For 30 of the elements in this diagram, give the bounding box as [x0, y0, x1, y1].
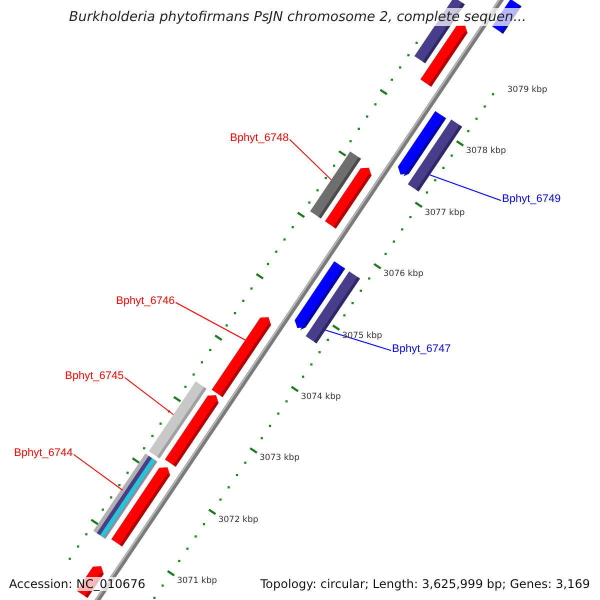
gene-label: Bphyt_6749	[502, 193, 561, 206]
gene-label: Bphyt_6748	[230, 132, 289, 145]
scale-label: 3074 kbp	[300, 392, 341, 402]
gene-feature	[164, 395, 219, 467]
scale-label: 3072 kbp	[218, 514, 258, 525]
gene-feature	[325, 167, 372, 229]
gene-label: Bphyt_6744	[14, 447, 73, 460]
gene-label: Bphyt_6747	[392, 343, 451, 356]
leader-line	[124, 377, 174, 416]
leader-line	[289, 139, 332, 180]
scale-label: 3076 kbp	[383, 269, 424, 280]
map-info-text: Accession: NC_010676	[7, 577, 148, 591]
scale-label: 3077 kbp	[424, 208, 465, 218]
leader-line	[324, 330, 392, 351]
gene-feature	[211, 317, 272, 398]
scale-label: 3079 kbp	[507, 84, 548, 95]
leader-line	[73, 454, 124, 491]
scale-label: 3073 kbp	[260, 453, 300, 464]
gene-feature	[420, 24, 468, 87]
scale-label: 3071 kbp	[176, 576, 217, 586]
gene-feature	[407, 119, 463, 192]
gene-label: Bphyt_6746	[116, 295, 175, 308]
gene-feature	[305, 271, 361, 344]
leader-line	[429, 174, 502, 201]
scale-label: 3075 kbp	[342, 330, 382, 341]
leader-line	[175, 302, 246, 340]
gene-label: Bphyt_6745	[65, 370, 124, 383]
map-info-text: Topology: circular; Length: 3,625,999 bp; Genes: 3,169	[258, 577, 592, 591]
gene-feature	[111, 467, 171, 547]
scale-label: 3078 kbp	[466, 146, 506, 156]
